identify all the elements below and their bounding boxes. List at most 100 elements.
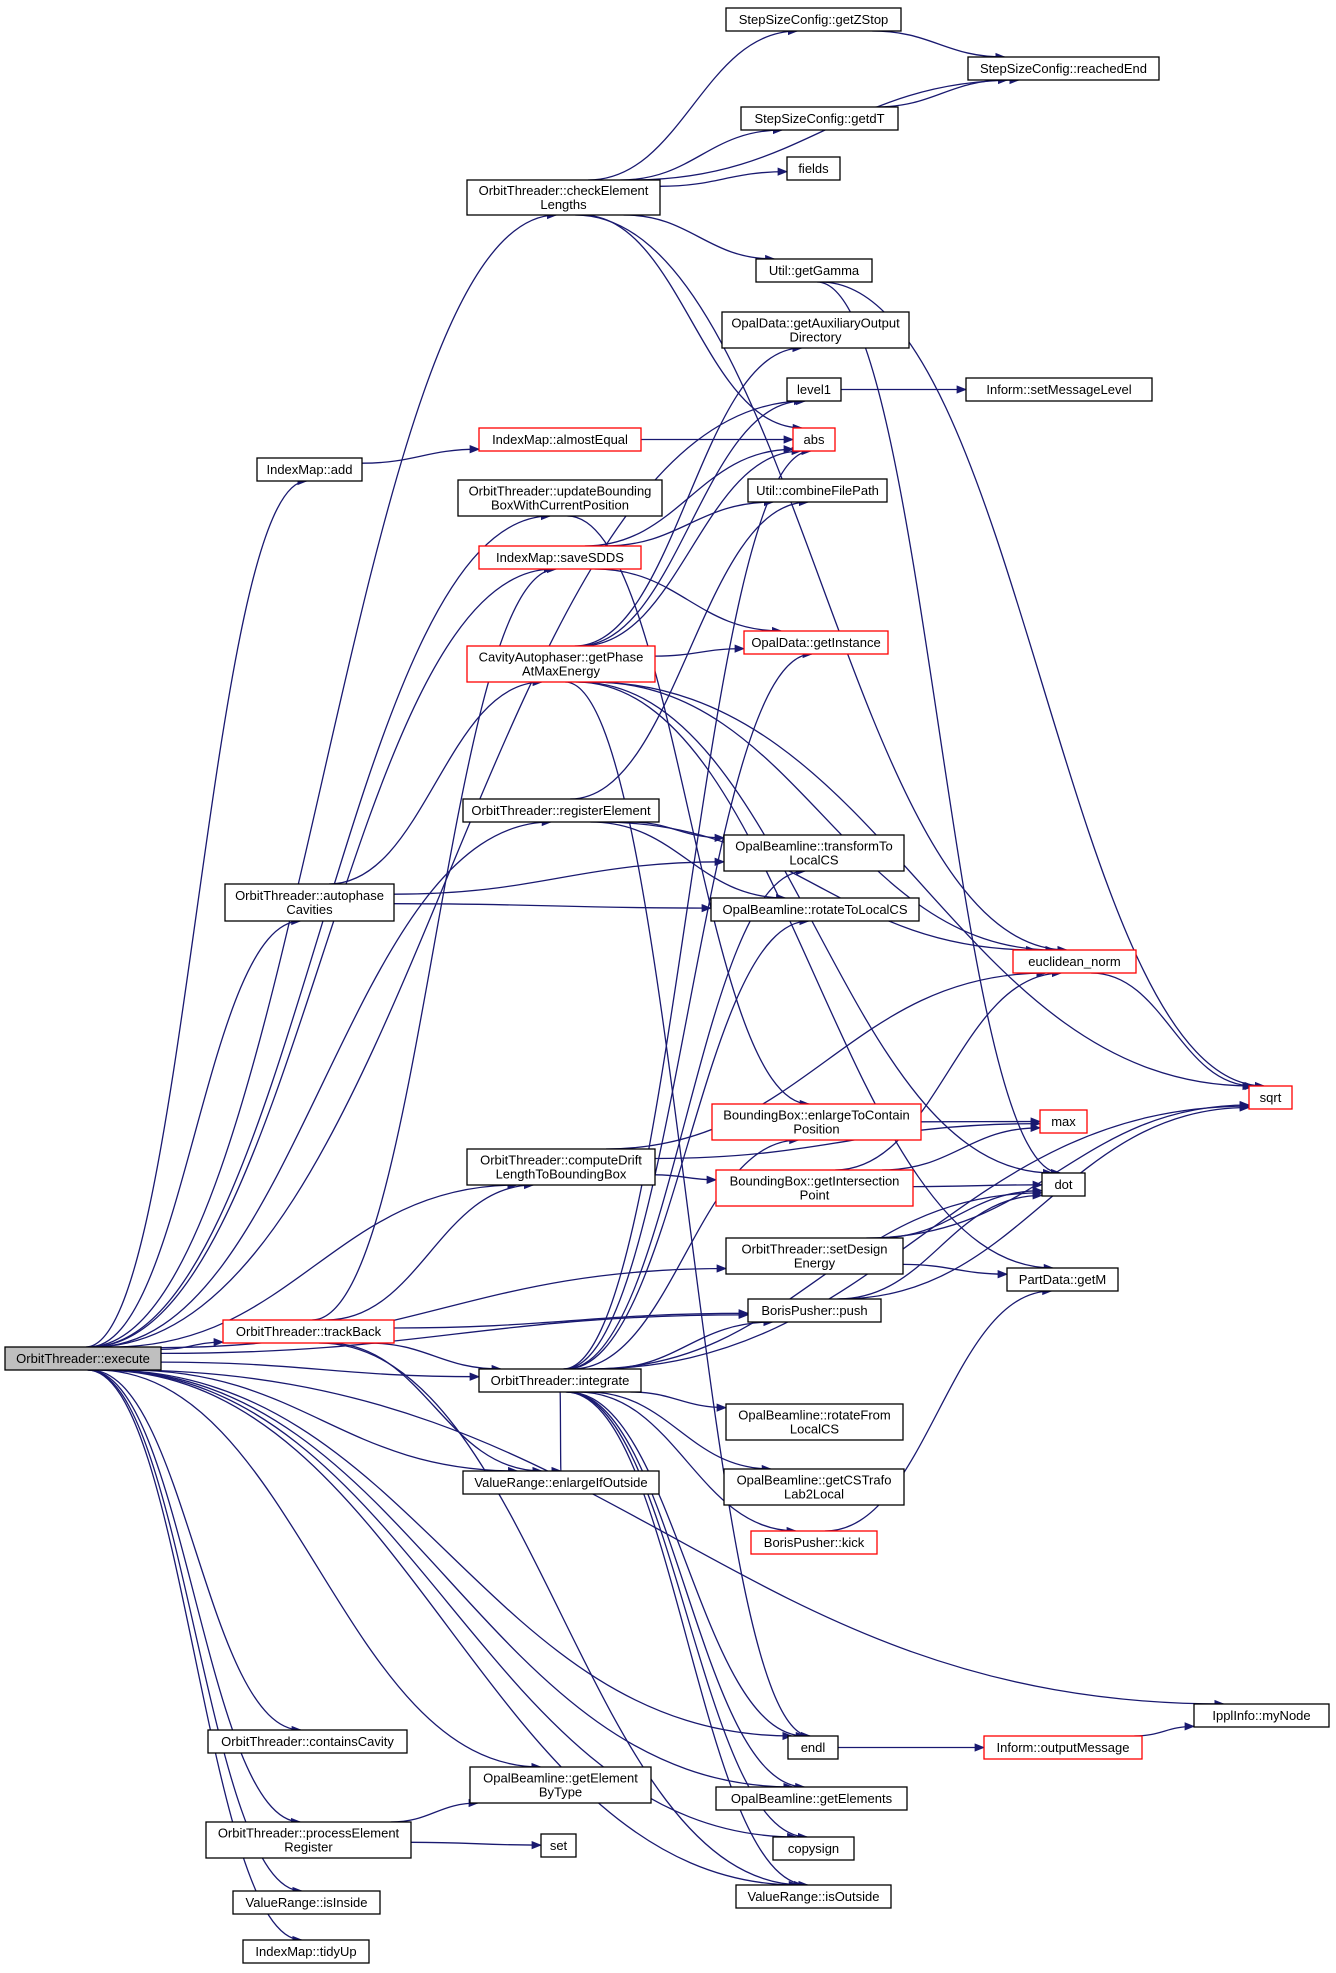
node-max[interactable]: max: [1039, 1109, 1088, 1134]
node-get-gamma-label: Util::getGamma: [769, 263, 860, 278]
node-combine-file-path-box: [747, 478, 888, 503]
node-tidy-up[interactable]: IndexMap::tidyUp: [242, 1939, 370, 1964]
node-is-inside[interactable]: ValueRange::isInside: [232, 1890, 381, 1915]
node-index-map-add[interactable]: IndexMap::add: [256, 457, 363, 482]
node-set[interactable]: set: [540, 1833, 577, 1858]
node-get-element-by-type-label: OpalBeamline::getElement: [483, 1771, 638, 1786]
node-get-gamma[interactable]: Util::getGamma: [755, 258, 873, 283]
edge-get-phase-at-max-energy-to-euclidean-norm: [592, 681, 1056, 955]
node-compute-drift-length[interactable]: OrbitThreader::computeDriftLengthToBound…: [466, 1148, 656, 1186]
node-is-outside[interactable]: ValueRange::isOutside: [735, 1884, 892, 1909]
node-almost-equal[interactable]: IndexMap::almostEqual: [478, 427, 642, 452]
node-dot[interactable]: dot: [1041, 1172, 1086, 1197]
edge-get-zstop-to-reached-end: [872, 30, 1006, 62]
node-dot-label: dot: [1054, 1177, 1072, 1192]
node-index-map-add-label: IndexMap::add: [266, 462, 352, 477]
node-get-phase-at-max-energy-box: [466, 645, 656, 683]
node-rotate-from-local-cs-label: OpalBeamline::rotateFrom: [738, 1408, 890, 1423]
node-track-back[interactable]: OrbitThreader::trackBack: [222, 1319, 395, 1344]
node-set-message-level[interactable]: Inform::setMessageLevel: [965, 377, 1153, 402]
node-compute-drift-length-label: LengthToBoundingBox: [496, 1167, 627, 1182]
node-output-message-label: Inform::outputMessage: [997, 1740, 1130, 1755]
node-transform-to-local-cs-label: LocalCS: [789, 853, 838, 868]
node-push[interactable]: BorisPusher::push: [747, 1298, 882, 1323]
edge-get-phase-at-max-energy-to-abs: [581, 446, 803, 647]
edge-execute-to-register-element: [92, 817, 553, 1348]
node-endl[interactable]: endl: [787, 1735, 839, 1760]
edge-push-to-sqrt: [839, 1103, 1251, 1300]
node-output-message[interactable]: Inform::outputMessage: [983, 1735, 1143, 1760]
node-reached-end[interactable]: StepSizeConfig::reachedEnd: [967, 56, 1160, 81]
node-get-m-label: PartData::getM: [1019, 1272, 1106, 1287]
node-get-zstop[interactable]: StepSizeConfig::getZStop: [725, 7, 902, 32]
node-enlarge-to-contain-position-label: BoundingBox::enlargeToContain: [723, 1108, 909, 1123]
node-my-node-label: IpplInfo::myNode: [1212, 1708, 1310, 1723]
node-contains-cavity[interactable]: OrbitThreader::containsCavity: [207, 1729, 408, 1754]
node-get-cstrafo-lab2-local-label: OpalBeamline::getCSTrafo: [737, 1473, 892, 1488]
node-enlarge-if-outside[interactable]: ValueRange::enlargeIfOutside: [462, 1470, 660, 1495]
edge-autophase-cavities-to-get-phase-at-max-energy: [328, 677, 544, 885]
node-register-element[interactable]: OrbitThreader::registerElement: [462, 798, 660, 823]
edge-integrate-to-endl: [567, 1391, 807, 1741]
node-copysign-label: copysign: [788, 1841, 839, 1856]
node-set-design-energy-box: [725, 1237, 904, 1275]
edge-process-element-register-to-set: [410, 1840, 543, 1850]
edge-integrate-to-abs: [563, 446, 812, 1370]
node-reached-end-label: StepSizeConfig::reachedEnd: [980, 61, 1147, 76]
node-get-gamma-box: [755, 258, 873, 283]
node-copysign[interactable]: copysign: [772, 1836, 855, 1861]
edge-integrate-to-get-cstrafo-lab2-local: [587, 1391, 773, 1474]
node-update-bounding-box[interactable]: OrbitThreader::updateBoundingBoxWithCurr…: [457, 479, 663, 517]
node-get-m-box: [1006, 1267, 1119, 1292]
node-save-sdds[interactable]: IndexMap::saveSDDS: [478, 545, 642, 570]
edge-process-element-register-to-get-element-by-type: [390, 1798, 480, 1823]
node-get-instance[interactable]: OpalData::getInstance: [743, 630, 889, 655]
node-integrate[interactable]: OrbitThreader::integrate: [478, 1368, 642, 1393]
node-getd-t[interactable]: StepSizeConfig::getdT: [740, 106, 899, 131]
node-get-intersection-point-label: BoundingBox::getIntersection: [730, 1174, 900, 1189]
edge-execute-to-process-element-register: [88, 1369, 302, 1827]
node-push-box: [747, 1298, 882, 1323]
node-abs[interactable]: abs: [792, 427, 836, 452]
node-euclidean-norm[interactable]: euclidean_norm: [1012, 949, 1137, 974]
node-get-m[interactable]: PartData::getM: [1006, 1267, 1119, 1292]
node-is-outside-label: ValueRange::isOutside: [747, 1889, 879, 1904]
node-set-design-energy-label: OrbitThreader::setDesign: [742, 1242, 888, 1257]
node-level1-box: [786, 377, 842, 402]
node-is-outside-box: [735, 1884, 892, 1909]
node-get-elements[interactable]: OpalBeamline::getElements: [715, 1786, 908, 1811]
node-my-node[interactable]: IpplInfo::myNode: [1193, 1703, 1330, 1728]
node-execute-box: [4, 1346, 162, 1371]
node-combine-file-path[interactable]: Util::combineFilePath: [747, 478, 888, 503]
edge-kick-to-get-m: [824, 1286, 1053, 1532]
node-execute[interactable]: OrbitThreader::execute: [4, 1346, 162, 1371]
edge-register-element-to-euclidean-norm: [600, 821, 1037, 955]
node-check-element-lengths-box: [466, 179, 661, 216]
node-level1[interactable]: level1: [786, 377, 842, 402]
node-fields[interactable]: fields: [786, 156, 841, 181]
node-kick[interactable]: BorisPusher::kick: [750, 1530, 878, 1555]
edge-execute-to-copysign: [100, 1369, 798, 1842]
node-fields-label: fields: [798, 161, 829, 176]
node-enlarge-to-contain-position-box: [711, 1103, 922, 1141]
node-update-bounding-box-label: BoxWithCurrentPosition: [491, 498, 629, 513]
edge-execute-to-get-element-by-type: [95, 1369, 542, 1772]
edge-integrate-to-enlarge-if-outside: [550, 1391, 562, 1474]
node-rotate-to-local-cs[interactable]: OpalBeamline::rotateToLocalCS: [710, 897, 920, 922]
edge-execute-to-is-outside: [98, 1369, 800, 1890]
edge-track-back-to-push: [393, 1309, 750, 1329]
edge-integrate-to-get-instance: [563, 649, 814, 1370]
node-sqrt[interactable]: sqrt: [1248, 1085, 1293, 1110]
